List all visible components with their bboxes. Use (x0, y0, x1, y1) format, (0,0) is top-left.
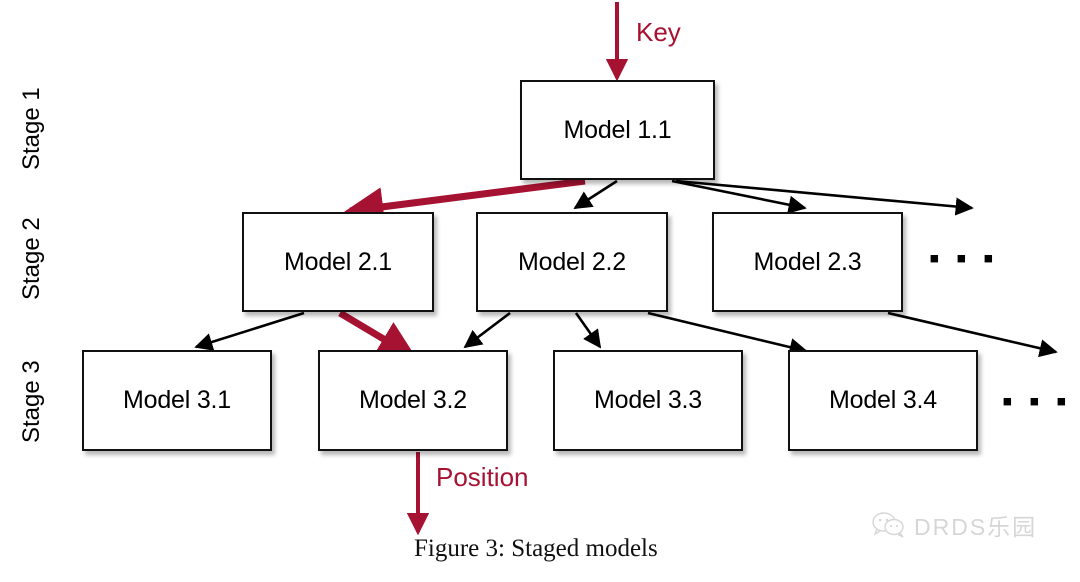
wechat-bubbles-icon (872, 512, 904, 538)
stage-label-3: Stage 3 (18, 360, 45, 443)
node-label: Model 3.3 (594, 386, 702, 414)
watermark: DRDS乐园 (872, 508, 1037, 542)
edge-model-1-1-to-model-2-2 (573, 179, 618, 210)
node-model-2-3[interactable]: Model 2.3 (712, 212, 903, 312)
edge-model-1-1-to-model-2-1 (344, 177, 586, 227)
edge-model-2-3-to-stage-3-more (887, 311, 1058, 358)
stage-2-ellipsis: ▪ ▪ ▪ (929, 242, 998, 275)
node-model-2-1[interactable]: Model 2.1 (242, 212, 434, 312)
edge-model-2-1-to-model-3-2 (338, 309, 418, 360)
edge-model-1-1-to-model-2-3 (671, 179, 807, 214)
key-input-label: Key (636, 17, 681, 47)
node-model-3-4[interactable]: Model 3.4 (788, 350, 978, 451)
node-label: Model 3.2 (359, 386, 467, 414)
node-label: Model 2.1 (284, 247, 392, 276)
edge-model-1-1-to-stage-2-more (675, 179, 974, 216)
node-model-3-3[interactable]: Model 3.3 (553, 350, 743, 451)
stage-label-2: Stage 2 (18, 217, 45, 300)
position-output-label: Position (436, 462, 529, 492)
node-label: Model 3.1 (123, 386, 231, 414)
node-label: Model 2.2 (518, 247, 626, 276)
edge-model-2-2-to-model-3-2 (463, 311, 511, 349)
node-label: Model 3.4 (829, 386, 937, 414)
watermark-text: DRDS乐园 (914, 514, 1038, 540)
node-model-1-1[interactable]: Model 1.1 (520, 80, 715, 180)
edge-model-2-2-to-model-3-4 (647, 311, 808, 357)
node-model-2-2[interactable]: Model 2.2 (476, 212, 668, 312)
edge-model-2-2-to-model-3-3 (574, 312, 602, 349)
node-model-3-2[interactable]: Model 3.2 (318, 350, 508, 451)
figure-caption: Figure 3: Staged models (414, 535, 658, 562)
edge-model-2-1-to-model-3-1 (194, 311, 305, 351)
stage-3-ellipsis: ▪ ▪ ▪ (1002, 385, 1071, 418)
stage-label-1: Stage 1 (18, 87, 45, 170)
node-label: Model 1.1 (563, 115, 672, 144)
node-model-3-1[interactable]: Model 3.1 (82, 350, 272, 451)
node-label: Model 2.3 (753, 247, 862, 276)
